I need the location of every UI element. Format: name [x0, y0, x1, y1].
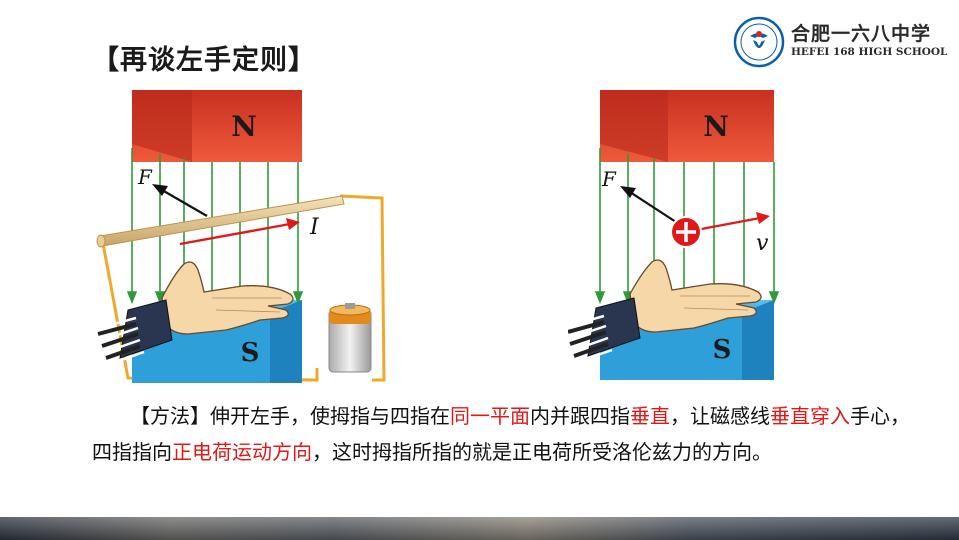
highlight-charge-direction: 正电荷运动方向: [172, 440, 312, 464]
north-pole-label: N: [231, 110, 257, 143]
north-pole-label: N: [703, 110, 729, 143]
school-name: 合肥一六八中学: [791, 23, 932, 45]
decorative-footer-band: [0, 517, 959, 540]
positive-charge-icon: [670, 216, 702, 248]
slide-title: 【再谈左手定则】: [92, 45, 316, 76]
highlight-perpendicular: 垂直: [630, 404, 670, 428]
highlight-same-plane: 同一平面: [450, 404, 530, 428]
para-text-5: ，这时拇指所指的就是正电荷所受洛伦兹力的方向。: [312, 440, 772, 464]
force-arrow: [161, 189, 208, 217]
battery-icon: [328, 303, 372, 373]
highlight-enter-perpendicular: 垂直穿入: [770, 404, 850, 428]
para-text-1: 【方法】伸开左手，使拇指与四指在: [130, 404, 450, 428]
left-hand-rule-charge-diagram: N S F v: [568, 90, 780, 380]
left-hand-icon: [97, 261, 294, 366]
left-hand-icon: [568, 259, 762, 364]
para-text-4: 手心，四指指向: [92, 404, 910, 464]
school-logo: 合肥一六八中学 HEFEI 168 HIGH SCHOOL: [733, 13, 948, 71]
para-text-2: 内并跟四指: [530, 404, 630, 428]
current-label: I: [309, 215, 320, 240]
school-emblem-icon: [733, 16, 785, 68]
south-pole-label: S: [713, 335, 732, 365]
force-label: F: [601, 167, 617, 191]
current-arrow: [179, 222, 291, 246]
left-hand-rule-current-diagram: N S F I: [96, 90, 386, 383]
velocity-label: v: [756, 231, 769, 256]
method-paragraph: 【方法】伸开左手，使拇指与四指在同一平面内并跟四指垂直，让磁感线垂直穿入手心，四…: [92, 398, 912, 470]
force-label: F: [137, 165, 153, 189]
south-pole-label: S: [241, 338, 260, 368]
force-arrow: [629, 191, 677, 223]
conductor-rod: [99, 195, 345, 247]
para-text-3: ，让磁感线: [670, 404, 770, 428]
school-english-name: HEFEI 168 HIGH SCHOOL: [791, 46, 948, 58]
velocity-arrow: [695, 216, 761, 232]
